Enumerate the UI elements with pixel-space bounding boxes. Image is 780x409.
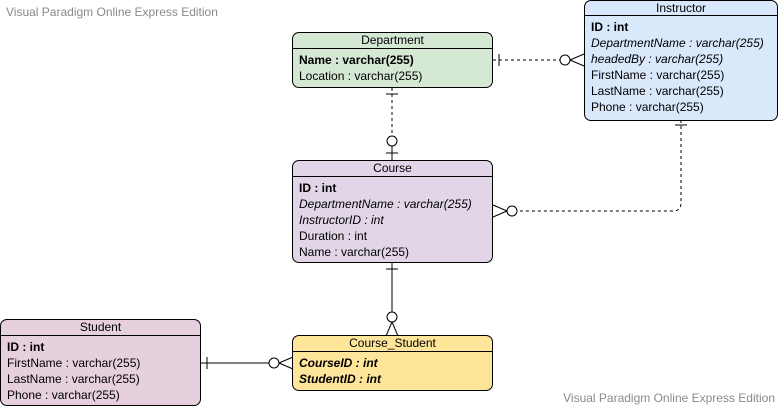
attribute-row[interactable]: ID : int	[591, 20, 629, 34]
connector-department-course[interactable]	[386, 88, 398, 160]
entity-course-student[interactable]: Course_Student CourseID : int StudentID …	[292, 335, 493, 391]
attribute-row[interactable]: LastName : varchar(255)	[7, 372, 140, 386]
watermark-top: Visual Paradigm Online Express Edition	[6, 5, 218, 19]
attribute-row[interactable]: Name : varchar(255)	[299, 245, 410, 259]
entity-course[interactable]: Course ID : int DepartmentName : varchar…	[292, 160, 493, 263]
attribute-row[interactable]: CourseID : int	[299, 356, 378, 370]
entity-title: Course_Student	[293, 336, 492, 352]
connector-student-coursestudent[interactable]	[201, 356, 294, 370]
entity-student[interactable]: Student ID : int FirstName : varchar(255…	[0, 319, 201, 406]
attribute-list: ID : int FirstName : varchar(255) LastNa…	[1, 336, 200, 403]
connector-course-coursestudent[interactable]	[385, 263, 399, 337]
attribute-row[interactable]: Location : varchar(255)	[299, 69, 423, 83]
attribute-list: ID : int DepartmentName : varchar(255) h…	[585, 16, 777, 115]
connector-instructor-course[interactable]	[492, 120, 687, 218]
attribute-row[interactable]: StudentID : int	[299, 372, 381, 386]
attribute-list: ID : int DepartmentName : varchar(255) I…	[293, 177, 492, 260]
attribute-row[interactable]: FirstName : varchar(255)	[591, 68, 725, 82]
entity-title: Department	[293, 33, 492, 49]
attribute-row[interactable]: headedBy : varchar(255)	[591, 52, 724, 66]
entity-title: Course	[293, 161, 492, 177]
attribute-row[interactable]: FirstName : varchar(255)	[7, 356, 141, 370]
entity-title: Student	[1, 320, 200, 336]
attribute-row[interactable]: LastName : varchar(255)	[591, 84, 724, 98]
attribute-list: CourseID : int StudentID : int	[293, 352, 492, 387]
entity-department[interactable]: Department Name : varchar(255) Location …	[292, 32, 493, 88]
watermark-bottom: Visual Paradigm Online Express Edition	[563, 391, 775, 405]
attribute-row[interactable]: DepartmentName : varchar(255)	[591, 36, 764, 50]
entity-title: Instructor	[585, 1, 777, 16]
attribute-row[interactable]: Duration : int	[299, 229, 368, 243]
connector-department-instructor[interactable]	[493, 53, 585, 67]
attribute-row[interactable]: Phone : varchar(255)	[591, 100, 704, 114]
attribute-row[interactable]: Name : varchar(255)	[299, 53, 414, 67]
attribute-list: Name : varchar(255) Location : varchar(2…	[293, 49, 492, 84]
entity-instructor[interactable]: Instructor ID : int DepartmentName : var…	[584, 0, 778, 121]
attribute-row[interactable]: Phone : varchar(255)	[7, 388, 120, 402]
attribute-row[interactable]: ID : int	[299, 181, 337, 195]
attribute-row[interactable]: InstructorID : int	[299, 213, 384, 227]
attribute-row[interactable]: DepartmentName : varchar(255)	[299, 197, 472, 211]
attribute-row[interactable]: ID : int	[7, 340, 45, 354]
